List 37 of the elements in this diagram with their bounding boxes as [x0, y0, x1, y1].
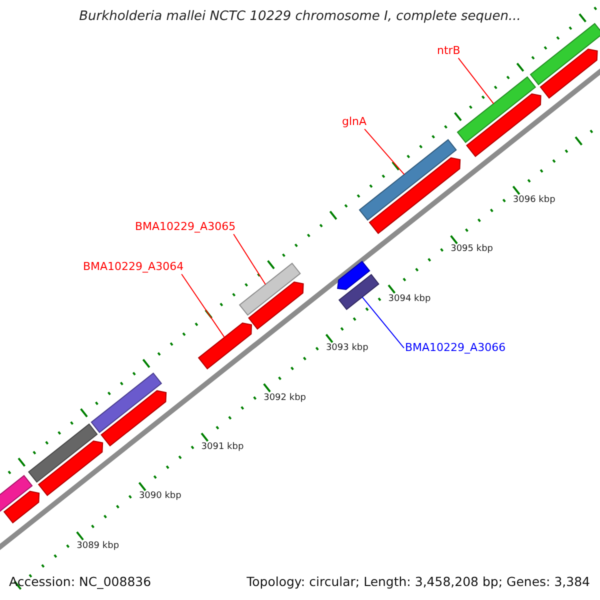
tick-label: 3092 kbp: [264, 394, 306, 404]
leader-line: [233, 234, 266, 285]
tick-label: 3091 kbp: [201, 442, 244, 453]
leader-line: [364, 128, 405, 175]
gene-bar: [238, 262, 301, 316]
gene-block: [198, 322, 252, 370]
gene-label: BMA10229_A3065: [135, 221, 236, 234]
gene-label: BMA10229_A3066: [405, 342, 506, 354]
gene-block: [368, 157, 461, 234]
tick-label: 3094 kbp: [388, 294, 431, 305]
gene-block: [466, 93, 542, 158]
tick-label: 3089 kbp: [76, 542, 120, 552]
summary-text: Topology: circular; Length: 3,458,208 bp; Genes: 3,384: [246, 575, 590, 589]
leader-line: [181, 274, 225, 338]
gene-bar: [530, 22, 600, 86]
tick-label: 3093 kbp: [326, 344, 368, 354]
gene-bar: [358, 139, 457, 221]
tick-label: 3096 kbp: [512, 196, 556, 206]
gene-block: [540, 48, 598, 99]
gene-label: ntrB: [437, 45, 460, 58]
tick-label: 3090 kbp: [138, 492, 182, 502]
gene-block: [38, 440, 104, 496]
gene-label: glnA: [342, 116, 367, 128]
tick-label: 3095 kbp: [450, 245, 493, 256]
gene-bar: [338, 274, 380, 310]
gene-block: [3, 490, 40, 524]
leader-line: [362, 296, 404, 349]
gene-bar: [90, 372, 162, 434]
title: Burkholderia mallei NCTC 10229 chromosome I, complete sequen...: [78, 10, 522, 24]
gene-bar: [0, 474, 33, 513]
accession-text: Accession: NC_008836: [9, 575, 152, 589]
gene-label: BMA10229_A3064: [83, 261, 184, 274]
gene-bar: [28, 423, 98, 483]
gene-block: [100, 390, 167, 446]
gene-block: [248, 281, 304, 330]
gene-bar: [456, 76, 536, 144]
gene-block: [337, 260, 370, 290]
